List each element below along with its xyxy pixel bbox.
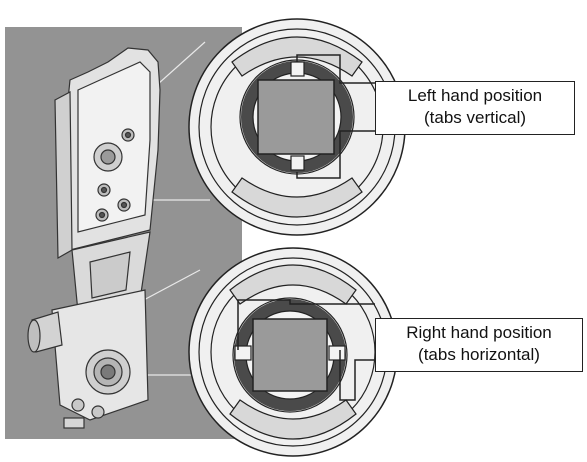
right-hand-callout-line1: Right hand position xyxy=(406,323,552,342)
right-hand-callout-line2: (tabs horizontal) xyxy=(418,345,540,364)
right-hand-callout: Right hand position (tabs horizontal) xyxy=(375,318,583,372)
left-hand-lens xyxy=(188,18,406,236)
left-hand-callout: Left hand position (tabs vertical) xyxy=(375,81,575,135)
left-hand-callout-line2: (tabs vertical) xyxy=(423,108,527,127)
right-hand-lens xyxy=(188,247,398,457)
hinge-mechanism xyxy=(27,47,161,429)
left-hand-callout-line1: Left hand position xyxy=(407,86,543,105)
callout-leaders xyxy=(237,54,375,401)
